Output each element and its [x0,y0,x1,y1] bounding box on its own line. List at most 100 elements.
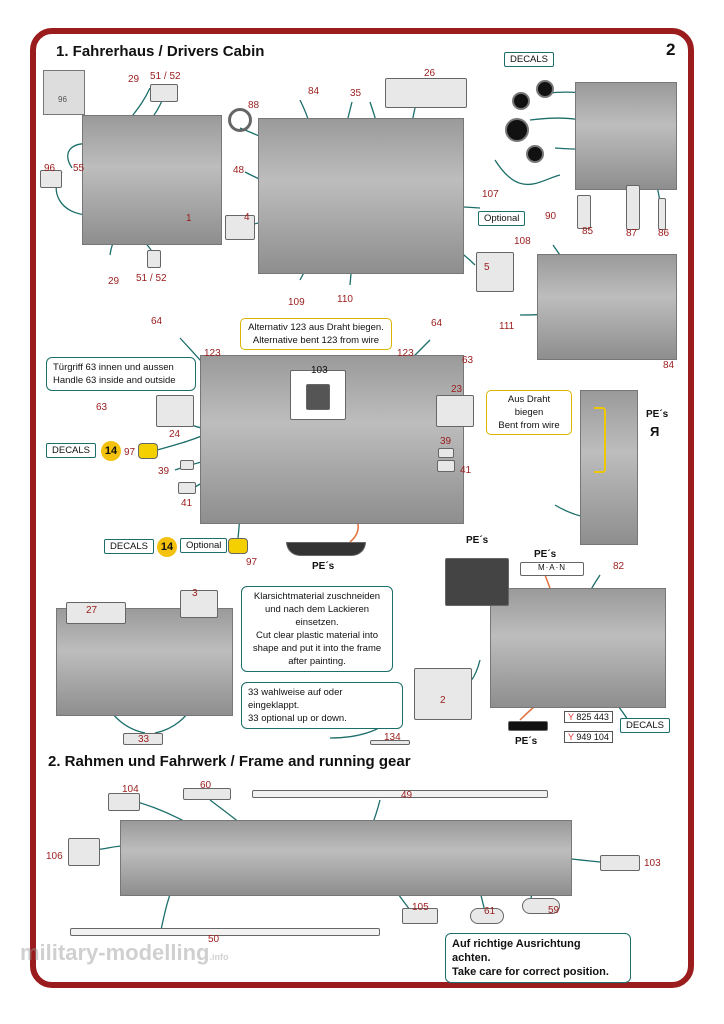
part-label: 96 [44,163,56,174]
part-39-right [438,448,454,458]
note-33-de: 33 wahlweise auf oder eingeklappt. [248,687,343,711]
note-bent-wire-de: Aus Draht biegen [507,394,551,418]
part-label: 110 [337,294,353,305]
pe-label-door: PE´s [646,409,669,420]
note-33-en: 33 optional up or down. [248,713,347,724]
part-label: 134 [384,732,401,743]
cabin-floor-photo [82,115,222,245]
section2-title: 2. Rahmen und Fahrwerk / Frame and runni… [48,753,411,770]
note-clear-line: Klarsichtmaterial zuschneiden [253,591,381,602]
dashboard-detail-photo [575,82,677,190]
part-label: 109 [288,297,305,308]
decals-tag-grille: DECALS [620,718,671,733]
watermark: military-modelling.info [20,940,228,966]
part-label: 5 [484,262,490,273]
part-label: 51 / 52 [136,273,167,284]
part-96 [40,170,62,188]
part-label: 84 [663,360,675,371]
part-label: 63 [462,355,474,366]
roof-panel-photo [56,608,233,716]
seat-part [225,215,255,240]
part-label: 96 [58,95,67,104]
decals-tag-cabin: DECALS [504,52,555,67]
pe-plate-strip [508,721,548,731]
part-label: 97 [124,447,136,458]
optional-tag-cabin: Optional [478,211,526,226]
note-wire-123: Alternativ 123 aus Draht biegen. Alterna… [240,318,392,350]
bent-wire-handle [594,407,606,473]
part-label: 39 [158,466,170,477]
pe-glyph: Я [650,424,660,439]
note-orientation-line: Take care for correct position. [452,966,609,978]
note-clear-line: after painting. [288,656,346,667]
part-label: 1 [186,213,192,224]
part-106 [68,838,100,866]
page-number: 2 [666,40,676,59]
part-27 [66,602,126,624]
part-41-right [437,460,455,472]
decals-tag-door: DECALS [46,443,97,458]
part-label: 41 [181,498,193,509]
seat-detail-photo [537,254,677,360]
decal-14-badge: 14 [157,537,177,557]
part-label: 35 [350,88,362,99]
part-label: 23 [451,384,463,395]
note-clear-line: und nach dem Lackieren [264,604,370,615]
door-detail-photo [580,390,638,545]
part-label: 87 [626,228,638,239]
part-label: 51 / 52 [150,71,181,82]
part-label: 29 [108,276,120,287]
note-handle-en: Handle 63 inside and outside [53,375,176,386]
note-clear-line: einsetzen. [295,617,339,628]
pe-label-grille: PE´s [312,561,335,572]
part-label: 24 [169,429,181,440]
part-103-crossmember [600,855,640,871]
steering-wheel-part [228,108,252,132]
gauge-4 [526,145,544,163]
note-wire-123-de: Alternativ 123 aus Draht biegen. [248,322,384,333]
note-handle-de: Türgriff 63 innen und aussen [53,362,174,373]
part-label: 63 [96,402,108,413]
part-105 [402,908,438,924]
part-label: 50 [208,934,220,945]
pe-man-logo: M·A·N [520,562,584,576]
part-103-grid [306,384,330,410]
gauge-3 [505,118,529,142]
part-59 [522,898,560,914]
part-label: 60 [200,780,212,791]
plate-number: 949 104 [576,732,609,742]
part-label: 64 [431,318,443,329]
part-85 [577,195,591,229]
part-label: 123 [204,348,221,359]
part-33 [123,733,163,745]
part-label: 39 [440,436,452,447]
pe-man-logo-text: M·A·N [537,563,567,572]
note-orientation-line: achten. [452,952,491,964]
note-orientation: Auf richtige Ausrichtung achten. Take ca… [445,933,631,983]
dashboard-part [385,78,467,108]
part-label: 2 [440,695,446,706]
note-wire-123-en: Alternative bent 123 from wire [252,335,380,346]
part-96-photo [43,70,85,115]
part-label: 90 [545,211,557,222]
pe-label-mesh: PE´s [466,535,489,546]
part-134 [370,740,410,745]
note-handle-63: Türgriff 63 innen und aussen Handle 63 i… [46,357,196,391]
rail-49 [252,790,548,798]
watermark-main: military-modelling [20,940,210,965]
watermark-sub: .info [209,952,229,962]
part-label: 49 [401,790,413,801]
section1-title: 1. Fahrerhaus / Drivers Cabin [56,43,265,60]
part-label: 82 [613,561,625,572]
part-label: 3 [192,588,198,599]
part-51-52-sketch [147,250,161,268]
part-87 [626,185,640,230]
seat-part-5 [476,252,514,292]
part-label: 88 [248,100,260,111]
grille-photo [490,588,666,708]
part-label: 103 [644,858,661,869]
part-label: 103 [311,365,328,376]
decal-14-sheet [138,443,158,459]
part-23 [436,395,474,427]
part-label: 26 [424,68,436,79]
